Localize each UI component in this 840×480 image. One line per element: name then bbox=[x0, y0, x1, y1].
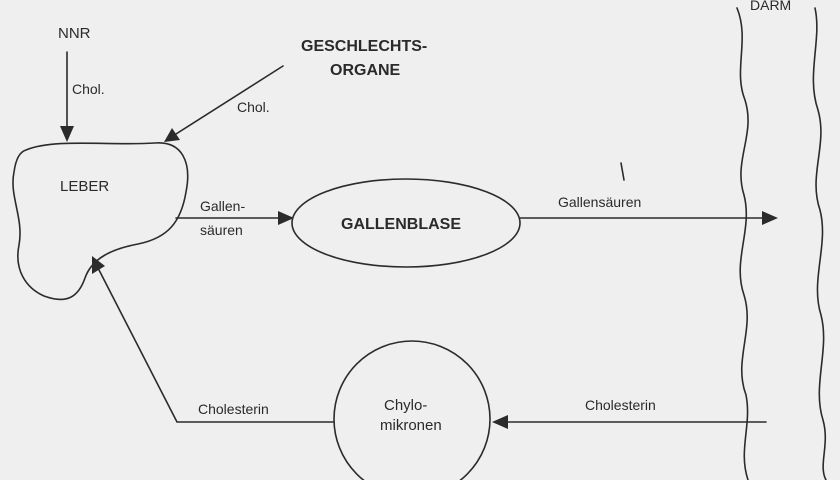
stray-mark bbox=[620, 162, 625, 181]
darm-wall-right bbox=[812, 7, 827, 480]
darm-wall-left bbox=[736, 7, 749, 480]
arrowhead-darm-to-chylomikronen bbox=[492, 415, 508, 429]
arrow-organe-to-leber bbox=[175, 65, 284, 135]
arrowhead-chylomikronen-to-leber bbox=[92, 256, 105, 274]
arrowhead-nnr-to-leber bbox=[60, 126, 74, 142]
arrowhead-gallenblase-to-darm bbox=[762, 211, 778, 225]
arrow-chylomikronen-to-leber bbox=[97, 267, 334, 423]
label-edge-nnr-chol: Chol. bbox=[72, 81, 105, 97]
label-edge-gallensaeuren-darm: Gallensäuren bbox=[558, 194, 641, 210]
label-leber: LEBER bbox=[60, 178, 109, 195]
gallenblase-outline bbox=[291, 178, 521, 268]
label-chylomikronen-2: mikronen bbox=[380, 417, 442, 434]
leber-outline bbox=[12, 142, 189, 301]
label-edge-organe-chol: Chol. bbox=[237, 99, 270, 115]
label-edge-cholesterin-leber: Cholesterin bbox=[198, 401, 269, 417]
label-gallenblase: GALLENBLASE bbox=[341, 216, 461, 233]
chylomikronen-outline bbox=[333, 340, 491, 480]
label-chylomikronen-1: Chylo- bbox=[384, 397, 427, 414]
arrowhead-leber-to-gallenblase bbox=[278, 211, 294, 225]
arrowhead-organe-to-leber bbox=[164, 128, 180, 142]
label-edge-cholesterin-darm: Cholesterin bbox=[585, 397, 656, 413]
label-nnr: NNR bbox=[58, 25, 91, 42]
label-edge-gallensaeuren-2: säuren bbox=[200, 222, 243, 238]
label-edge-gallensaeuren-1: Gallen- bbox=[200, 198, 245, 214]
label-geschlechtsorgane-2: ORGANE bbox=[330, 62, 401, 79]
label-darm: DARM bbox=[750, 0, 791, 13]
label-geschlechtsorgane-1: GESCHLECHTS- bbox=[301, 38, 427, 55]
